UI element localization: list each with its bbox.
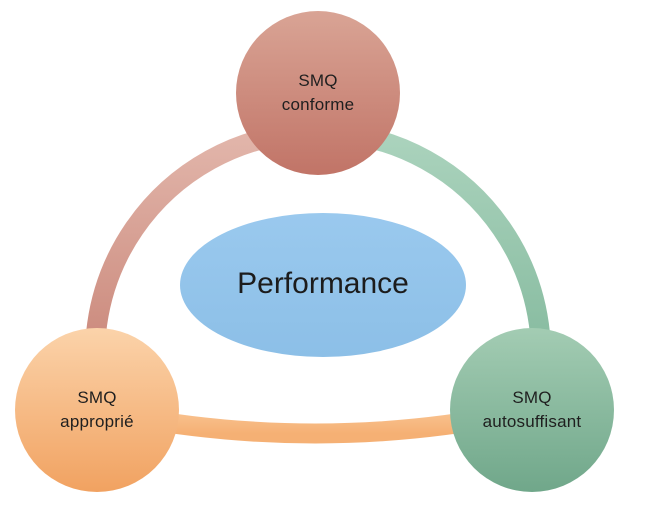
center-ellipse <box>180 213 466 357</box>
node-label-bottom-right-line2: autosuffisant <box>482 412 582 431</box>
node-label-top-line2: conforme <box>281 95 355 114</box>
node-circle-bottom-right <box>450 328 614 492</box>
node-label-bottom-right: SMQ autosuffisant <box>442 386 622 434</box>
node-circle-bottom-left <box>15 328 179 492</box>
center-label: Performance <box>237 267 409 300</box>
node-label-bottom-left-line2: approprié <box>60 412 134 431</box>
node-circle-top <box>236 11 400 175</box>
node-label-top-line1: SMQ <box>298 71 338 90</box>
node-label-bottom-left-line1: SMQ <box>77 388 117 407</box>
node-label-bottom-right-line1: SMQ <box>512 388 552 407</box>
node-label-top: SMQ conforme <box>228 69 408 117</box>
node-label-bottom-left: SMQ approprié <box>7 386 187 434</box>
